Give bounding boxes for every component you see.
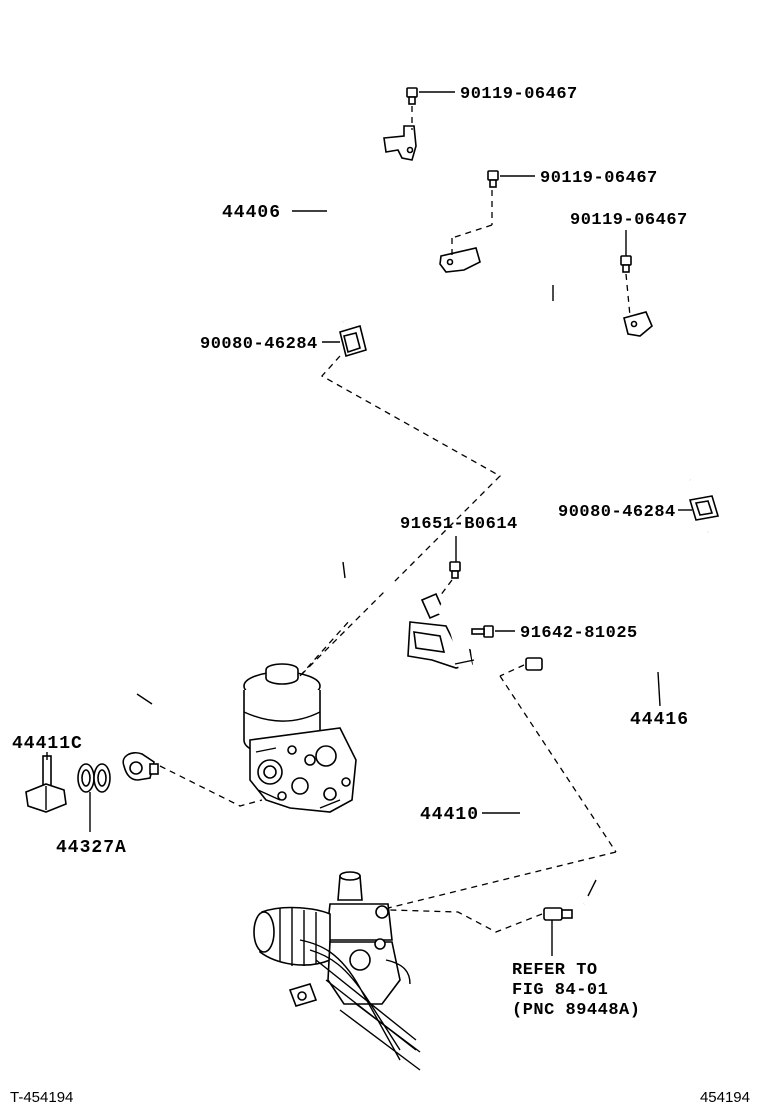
banjo-fitting: [122, 751, 159, 781]
steering-gear-assembly: [253, 871, 421, 1071]
union-bolt-44411C[interactable]: [25, 755, 67, 813]
bolt-icon[interactable]: [406, 87, 418, 130]
dashed-connection: [371, 851, 617, 913]
leader-line: [657, 671, 661, 707]
power-steering-pump[interactable]: [243, 663, 357, 813]
label-refer-line1: REFER TO: [512, 961, 598, 980]
dashed-connection: [299, 619, 351, 677]
bolt-icon[interactable]: [449, 561, 461, 579]
return-hose-44406[interactable]: [326, 124, 697, 483]
bracket-mid: [439, 247, 481, 273]
dashed-connection: [499, 675, 617, 853]
label-hose-upper: 44406: [222, 203, 281, 223]
diagram-id-left: T-454194: [10, 1089, 74, 1106]
bolt-icon[interactable]: [620, 255, 632, 317]
label-refer-line2: FIG 84-01: [512, 981, 608, 1000]
bracket-steering: [407, 621, 473, 669]
bracket-right: [623, 311, 653, 337]
bracket-upper: [383, 125, 417, 161]
diagram-id-right: 454194: [699, 1089, 750, 1106]
dashed-connection: [159, 765, 263, 807]
union-fitting[interactable]: [543, 907, 573, 921]
label-bolt-bracket: 91642-81025: [520, 624, 638, 643]
label-bolt-mid: 90119-06467: [540, 169, 658, 188]
pressure-hose-feed[interactable]: [121, 561, 442, 753]
hose-clamp-left[interactable]: [339, 324, 367, 358]
dashed-connection: [299, 355, 502, 677]
label-bolt-clamp: 91651-B0614: [400, 515, 518, 534]
dashed-connection: [389, 909, 543, 933]
dashed-connection: [499, 664, 525, 677]
label-gasket: 44327A: [56, 838, 127, 858]
label-clamp-left: 90080-46284: [200, 335, 318, 354]
label-bolt-top: 90119-06467: [460, 85, 578, 104]
label-union-bolt: 44411C: [12, 734, 83, 754]
label-pressure-hose: 44410: [420, 805, 479, 825]
pressure-hose-44410[interactable]: [435, 600, 651, 910]
label-clamp-right: 90080-46284: [558, 503, 676, 522]
gasket-44327A[interactable]: [77, 763, 111, 793]
label-bolt-right: 90119-06467: [570, 211, 688, 230]
dashed-connection: [439, 579, 453, 597]
bolt-icon[interactable]: [471, 625, 494, 638]
hose-clamp-right[interactable]: [688, 495, 720, 521]
label-pipe-return: 44416: [630, 710, 689, 730]
label-refer-line3: (PNC 89448A): [512, 1001, 640, 1020]
bolt-icon[interactable]: [451, 170, 499, 256]
return-pipe-44416[interactable]: [525, 528, 732, 682]
